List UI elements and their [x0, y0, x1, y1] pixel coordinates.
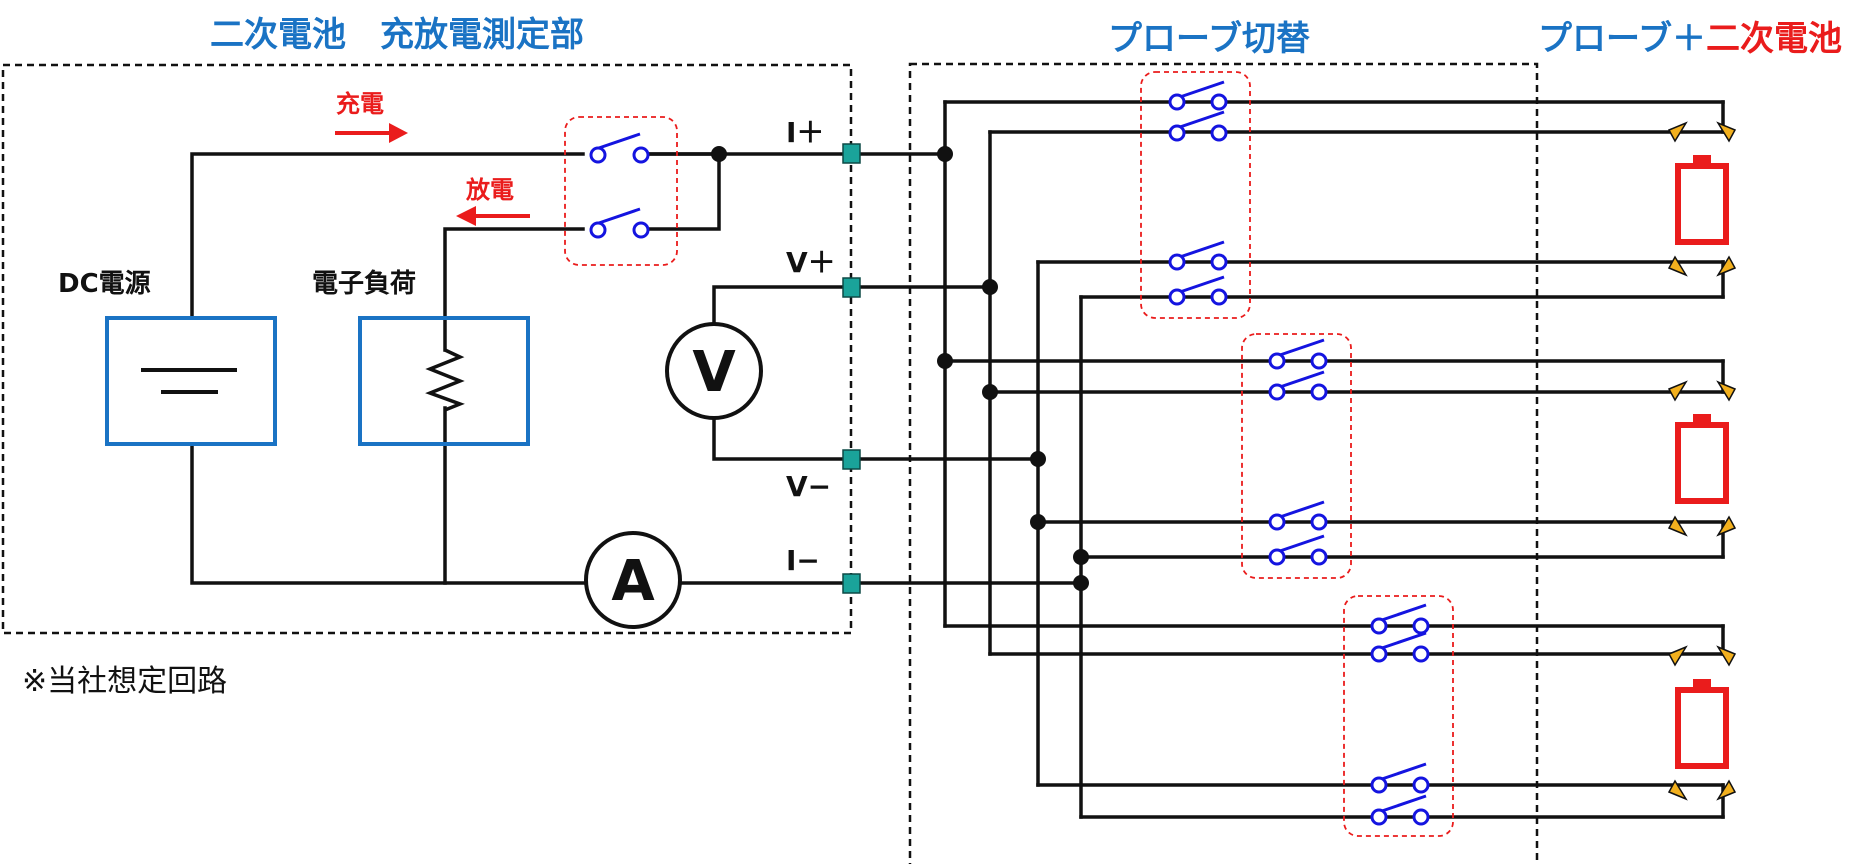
junction-dot	[982, 384, 998, 400]
junction-dot	[1073, 575, 1089, 591]
probe-tip-icon	[1667, 779, 1688, 801]
probe-switch[interactable]	[1268, 534, 1328, 566]
title-secondary-battery: 二次電池	[1706, 19, 1842, 59]
probe-switch[interactable]	[1168, 80, 1228, 111]
probe-switch[interactable]	[1268, 500, 1328, 531]
charge-arrow-icon	[389, 123, 408, 143]
battery-cell-icon	[1675, 422, 1729, 504]
output-terminals	[842, 143, 861, 594]
title-probe-plus: プローブ＋	[1538, 19, 1706, 59]
probe-tip-icon	[1667, 380, 1688, 402]
probe-tip-icon	[1716, 645, 1737, 667]
probe-switch[interactable]	[1370, 794, 1430, 826]
probe-switch-group-1	[1140, 71, 1251, 319]
battery-3	[1667, 645, 1737, 801]
charge-switch-group	[564, 116, 678, 266]
terminal-i-plus	[842, 143, 861, 164]
circuit-note: ※当社想定回路	[22, 664, 227, 699]
voltmeter: V	[665, 322, 763, 420]
probe-switch-group-2	[1241, 333, 1352, 579]
terminal-v-minus	[842, 449, 861, 470]
battery-cell-icon	[1675, 163, 1729, 245]
probe-tip-icon	[1716, 380, 1737, 402]
probe-switch-group-3	[1343, 595, 1454, 837]
resistor-icon	[425, 348, 465, 412]
junction-dot	[1030, 514, 1046, 530]
junction-dot	[937, 146, 953, 162]
probe-switch[interactable]	[1370, 603, 1430, 635]
discharge-label: 放電	[465, 176, 514, 204]
title-probe-battery: プローブ＋二次電池	[1538, 19, 1842, 59]
measurement-wiring	[190, 152, 849, 585]
terminal-label-i-minus: I−	[786, 544, 820, 577]
probe-matrix-wiring	[845, 100, 1725, 819]
title-probe-switch: プローブ切替	[1108, 19, 1310, 59]
battery-2	[1667, 380, 1737, 537]
probe-switch[interactable]	[1370, 631, 1430, 663]
measurement-unit-frame	[1, 63, 853, 635]
probe-tip-icon	[1667, 255, 1688, 277]
probe-switch[interactable]	[1168, 110, 1228, 142]
charge-switch[interactable]	[589, 132, 650, 164]
junction-dot	[711, 146, 727, 162]
voltmeter-symbol: V	[692, 340, 736, 405]
probe-tip-icon	[1667, 121, 1688, 143]
discharge-switch[interactable]	[589, 207, 650, 239]
junction-dot	[937, 353, 953, 369]
battery-1	[1667, 121, 1737, 277]
probe-switch[interactable]	[1168, 240, 1228, 271]
probe-switch-frame	[908, 62, 1539, 864]
dc-source-icon	[141, 368, 237, 394]
title-measurement-unit: 二次電池 充放電測定部	[210, 15, 584, 55]
charge-label: 充電	[336, 90, 384, 118]
terminal-v-plus	[842, 277, 861, 298]
probe-tip-icon	[1667, 645, 1688, 667]
battery-cell-icon	[1675, 687, 1729, 769]
probe-tip-icon	[1716, 515, 1737, 537]
charge-indicator: 充電	[335, 90, 408, 143]
probe-switch[interactable]	[1268, 338, 1328, 370]
ammeter: A	[584, 531, 682, 629]
probe-tip-icon	[1716, 255, 1737, 277]
probe-switch[interactable]	[1168, 275, 1228, 306]
probe-tip-icon	[1667, 515, 1688, 537]
terminal-label-v-plus: V＋	[786, 246, 836, 279]
terminal-label-i-plus: I＋	[786, 116, 824, 149]
discharge-arrow-icon	[456, 206, 476, 226]
terminal-i-minus	[842, 573, 861, 594]
probe-switch[interactable]	[1370, 762, 1430, 794]
junction-dot	[1030, 451, 1046, 467]
dc-power-label: DC電源	[58, 269, 151, 299]
junction-dot	[1073, 549, 1089, 565]
electronic-load	[358, 316, 530, 446]
junction-dot	[982, 279, 998, 295]
dc-power-source	[105, 316, 277, 446]
terminal-label-v-minus: V−	[786, 470, 831, 503]
bus-junctions	[937, 146, 1089, 591]
probe-tip-icon	[1716, 121, 1737, 143]
ammeter-symbol: A	[611, 549, 655, 614]
probe-switch[interactable]	[1268, 370, 1328, 401]
probe-tip-icon	[1716, 779, 1737, 801]
discharge-indicator: 放電	[456, 176, 530, 226]
electronic-load-label: 電子負荷	[312, 269, 416, 299]
